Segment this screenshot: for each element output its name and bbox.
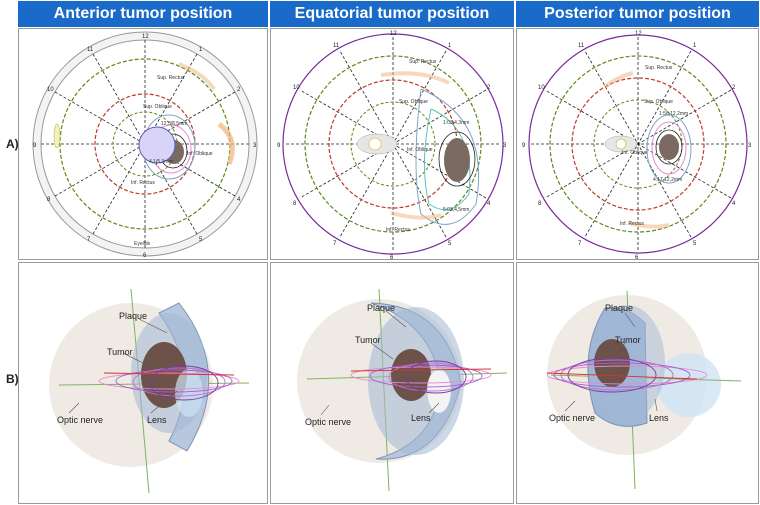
eye-3d-equatorial: Plaque Tumor Lens Optic nerve	[297, 288, 508, 492]
clock-5: 5	[693, 241, 697, 247]
label-inf-oblique: Inf. Oblique	[187, 151, 213, 157]
polar-map-posterior: 12 1 2 3 4 5 6 7 8 9 10 11 Sup. Rectus S…	[522, 31, 752, 260]
clock-7: 7	[578, 241, 582, 247]
annotation-2: 4,1/5,3mm	[149, 159, 173, 165]
clock-10: 10	[538, 85, 545, 91]
annotation-2: 4:17,12,2mm	[653, 177, 682, 183]
clock-10: 10	[293, 85, 300, 91]
label-sup-oblique: Sup. Oblique	[399, 99, 428, 105]
edge-label: Eyelids	[134, 241, 151, 247]
clock-12: 12	[635, 31, 642, 37]
clock-1: 1	[199, 47, 203, 53]
clock-8: 8	[47, 197, 51, 203]
clock-8: 8	[293, 201, 297, 207]
label-sup-oblique: Sup. Oblique	[644, 99, 673, 105]
cornea-circle	[138, 126, 176, 164]
label-sup-rectus: Sup. Rectus	[645, 65, 673, 71]
clock-1: 1	[448, 43, 452, 49]
isodose-lines	[98, 365, 240, 401]
clock-2: 2	[732, 85, 736, 91]
clock-3: 3	[748, 143, 752, 149]
clock-3: 3	[253, 143, 257, 149]
polar-map-equatorial: 12 1 2 3 4 5 6 7 8 9 10 11 Sup. Rectus S…	[277, 31, 507, 260]
label-plaque: Plaque	[367, 303, 395, 313]
clock-7: 7	[87, 237, 91, 243]
label-tumor: Tumor	[107, 347, 133, 357]
clock-9: 9	[277, 143, 281, 149]
header-posterior: Posterior tumor position	[516, 1, 759, 27]
clock-10: 10	[47, 87, 54, 93]
label-tumor: Tumor	[355, 335, 381, 345]
clock-6: 6	[390, 255, 394, 260]
clock-12: 12	[142, 34, 149, 40]
header-posterior-text: Posterior tumor position	[544, 5, 731, 22]
clock-5: 5	[199, 237, 203, 243]
panel-b-posterior: Plaque Tumor Lens Optic nerve	[516, 262, 759, 504]
clock-11: 11	[333, 43, 340, 49]
annotation-1: 1:03,4,3mm	[443, 120, 469, 126]
clock-2: 2	[487, 85, 491, 91]
panel-a-anterior: 12 1 2 3 4 5 6 7 8 9 10 11 Sup. Rectus S…	[18, 28, 268, 260]
eye-3d-posterior: Plaque Tumor Lens Optic nerve	[546, 290, 742, 490]
clock-11: 11	[578, 43, 585, 49]
clock-8: 8	[538, 201, 542, 207]
panel-a-posterior: 12 1 2 3 4 5 6 7 8 9 10 11 Sup. Rectus S…	[516, 28, 759, 260]
clock-4: 4	[732, 201, 736, 207]
panel-b-anterior: Plaque Tumor Lens Optic nerve	[18, 262, 268, 504]
clock-11: 11	[87, 47, 94, 53]
eye-3d-anterior: Plaque Tumor Lens Optic nerve	[49, 288, 250, 494]
clock-7: 7	[333, 241, 337, 247]
clock-5: 5	[448, 241, 452, 247]
clock-4: 4	[237, 197, 241, 203]
label-inf-oblique: Inf. Oblique	[622, 150, 648, 156]
label-lens: Lens	[649, 413, 669, 423]
clock-9: 9	[33, 143, 37, 149]
clock-labels: 12 1 2 3 4 5 6 7 8 9 10 11	[33, 34, 257, 259]
clock-12: 12	[390, 31, 397, 37]
clock-9: 9	[522, 143, 526, 149]
label-lens: Lens	[147, 415, 167, 425]
panel-a-equatorial: 12 1 2 3 4 5 6 7 8 9 10 11 Sup. Rectus S…	[270, 28, 514, 260]
clock-6: 6	[635, 255, 639, 260]
clock-4: 4	[487, 201, 491, 207]
row-label-b: B)	[6, 372, 19, 386]
clock-3: 3	[503, 143, 507, 149]
label-optic-nerve: Optic nerve	[57, 415, 103, 425]
label-sup-rectus: Sup. Rectus	[409, 59, 437, 65]
row-label-a: A)	[6, 137, 19, 151]
annotation-1: 1:58,12,2mm	[659, 111, 688, 117]
header-anterior: Anterior tumor position	[18, 1, 268, 27]
label-inf-rectus: Inf. Rectus	[386, 227, 410, 233]
label-plaque: Plaque	[119, 311, 147, 321]
clock-1: 1	[693, 43, 697, 49]
clock-6: 6	[143, 253, 147, 259]
label-optic-nerve: Optic nerve	[305, 417, 351, 427]
header-equatorial-text: Equatorial tumor position	[294, 5, 490, 22]
label-tumor: Tumor	[615, 335, 641, 345]
label-sup-rectus: Sup. Rectus	[157, 75, 185, 81]
label-inf-oblique: Inf. Oblique	[407, 147, 433, 153]
label-inf-rectus: Inf. Rectus	[620, 221, 644, 227]
label-plaque: Plaque	[605, 303, 633, 313]
label-lens: Lens	[411, 413, 431, 423]
lens-shape	[657, 353, 721, 417]
clock-2: 2	[237, 87, 241, 93]
label-optic-nerve: Optic nerve	[549, 413, 595, 423]
header-equatorial: Equatorial tumor position	[270, 1, 514, 27]
label-sup-oblique: Sup. Oblique	[143, 104, 172, 110]
header-anterior-text: Anterior tumor position	[53, 5, 233, 22]
panel-b-equatorial: Plaque Tumor Lens Optic nerve	[270, 262, 514, 504]
polar-map-anterior: 12 1 2 3 4 5 6 7 8 9 10 11 Sup. Rectus S…	[32, 31, 258, 259]
annotation-1: 12,3/8,5mm	[161, 121, 187, 127]
label-inf-rectus: Inf. Rectus	[131, 180, 155, 186]
annotation-2: 5:03,4,5mm	[443, 207, 469, 213]
